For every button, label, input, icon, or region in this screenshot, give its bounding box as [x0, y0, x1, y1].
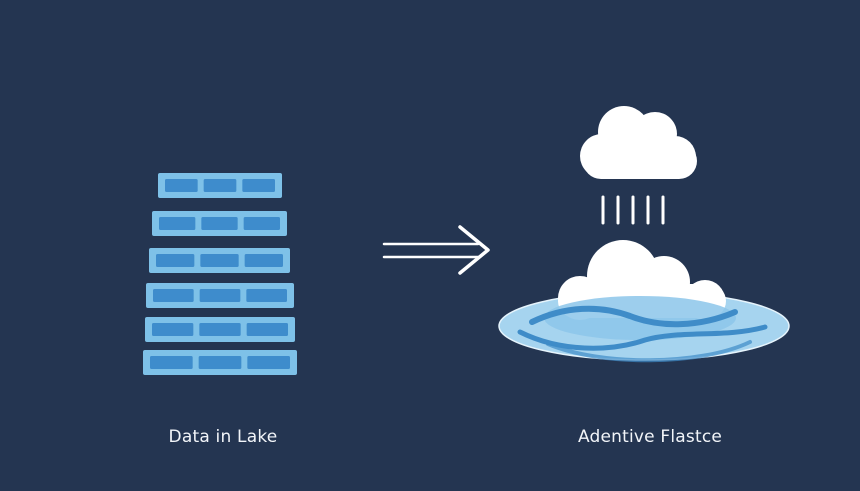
- stack-slot: [150, 356, 193, 369]
- stack-slot: [243, 217, 280, 230]
- stack-slot: [246, 289, 287, 302]
- stack-slot: [203, 179, 237, 192]
- server-stack-icon: [143, 173, 297, 375]
- stack-slot: [199, 289, 241, 302]
- rain-cloud-icon: [580, 106, 697, 225]
- stack-slot: [247, 356, 290, 369]
- stack-slot: [165, 179, 198, 192]
- elastic-label: Adentive Flastce: [577, 427, 723, 447]
- stack-slot: [153, 289, 194, 302]
- lake-waves: [517, 305, 768, 363]
- double-arrow-right-icon: [382, 225, 490, 275]
- lake-icon: [498, 240, 790, 363]
- stack-slot: [199, 323, 241, 336]
- stack-slot: [246, 323, 288, 336]
- stack-slot: [152, 323, 194, 336]
- stack-slot: [200, 254, 239, 267]
- stack-slot: [244, 254, 283, 267]
- stack-slot: [201, 217, 238, 230]
- rain-drops: [601, 195, 665, 225]
- stack-slot: [156, 254, 195, 267]
- stack-slot: [242, 179, 275, 192]
- data-lake-label: Data in Lake: [168, 427, 278, 447]
- stack-slot: [198, 356, 242, 369]
- stack-slot: [159, 217, 196, 230]
